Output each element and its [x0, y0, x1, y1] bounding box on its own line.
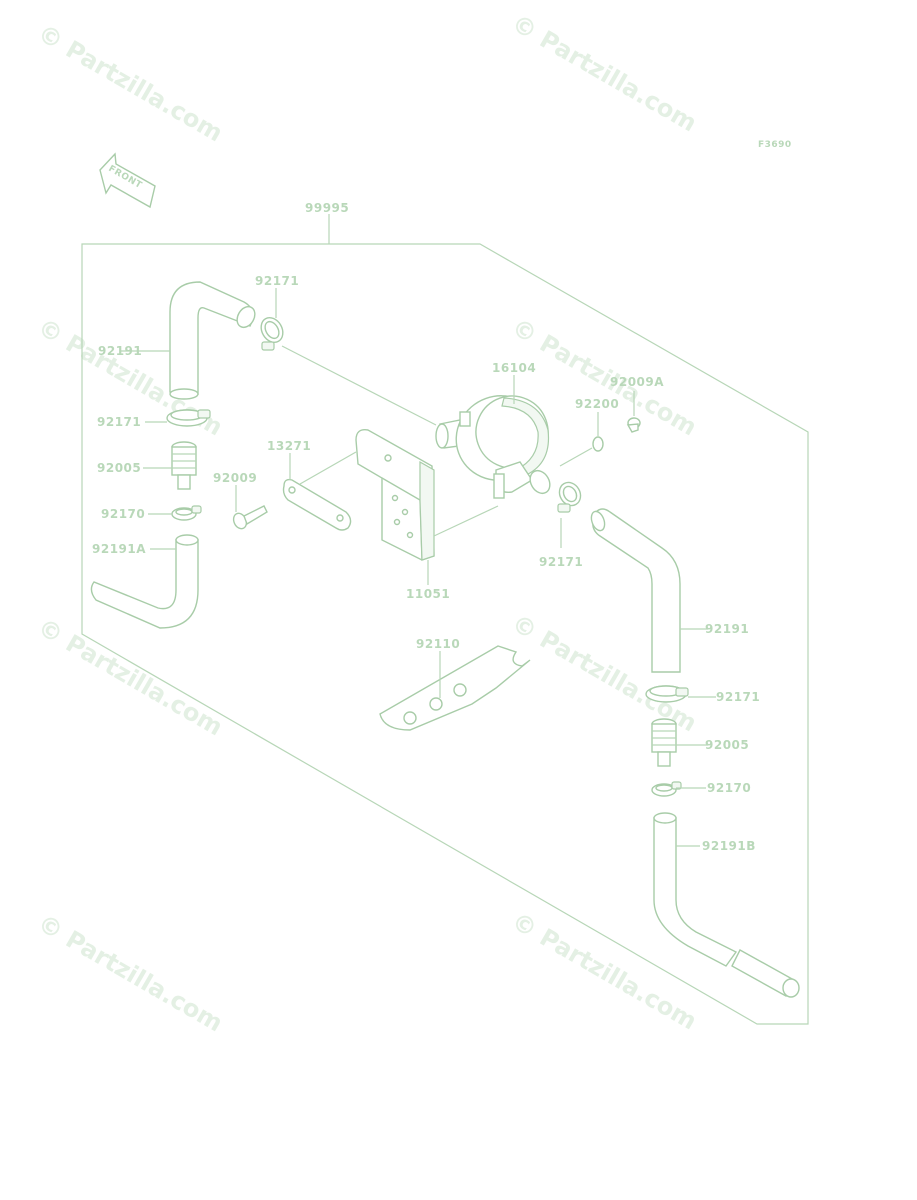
part-label-92005[interactable]: 92005: [705, 738, 749, 752]
part-label-92170[interactable]: 92170: [707, 781, 751, 795]
clamp-92171-right: [645, 685, 689, 703]
part-label-92191[interactable]: 92191: [705, 622, 749, 636]
part-label-92170[interactable]: 92170: [101, 507, 145, 521]
fitting-92005-right: [651, 718, 677, 767]
part-label-92171[interactable]: 92171: [97, 415, 141, 429]
part-label-92191b[interactable]: 92191B: [702, 839, 756, 853]
part-label-92200[interactable]: 92200: [575, 397, 619, 411]
hose-92191B: [653, 812, 800, 998]
part-label-92171[interactable]: 92171: [539, 555, 583, 569]
watermark: © Partzilla.com: [33, 909, 228, 1037]
valve-16104: [281, 345, 551, 499]
hose-92191-upper: [169, 281, 254, 395]
clamp-92171-mid: [557, 481, 582, 513]
part-label-99995[interactable]: 99995: [305, 201, 349, 215]
screw-92009a: [626, 417, 641, 433]
fitting-92005-left: [171, 441, 197, 490]
part-label-13271[interactable]: 13271: [267, 439, 311, 453]
clamp-92171-top: [260, 316, 284, 351]
hose-92191-right: [592, 508, 681, 673]
part-label-92191[interactable]: 92191: [98, 344, 142, 358]
clamp-92170-left: [171, 505, 202, 521]
watermark: © Partzilla.com: [33, 613, 228, 741]
part-label-92009a[interactable]: 92009A: [610, 375, 664, 389]
part-label-92005[interactable]: 92005: [97, 461, 141, 475]
part-label-11051[interactable]: 11051: [406, 587, 450, 601]
plate-13271: [282, 478, 352, 531]
part-label-92171[interactable]: 92171: [255, 274, 299, 288]
washer-92200: [592, 436, 604, 452]
clamp-92171-left: [166, 409, 211, 427]
assembly-outline: [81, 243, 809, 1025]
part-label-92110[interactable]: 92110: [416, 637, 460, 651]
bolt-92009: [232, 505, 268, 530]
part-label-16104[interactable]: 16104: [492, 361, 536, 375]
part-label-92171[interactable]: 92171: [716, 690, 760, 704]
watermark: © Partzilla.com: [507, 9, 702, 137]
front-arrow-icon: FRONT: [99, 152, 156, 209]
clamp-92170-right: [651, 781, 682, 797]
hose-92191A: [90, 539, 199, 629]
watermark: © Partzilla.com: [33, 19, 228, 147]
diagram-code: F3690: [758, 140, 792, 150]
part-label-92191a[interactable]: 92191A: [92, 542, 146, 556]
part-label-92009[interactable]: 92009: [213, 471, 257, 485]
bracket-11051: [355, 429, 435, 561]
